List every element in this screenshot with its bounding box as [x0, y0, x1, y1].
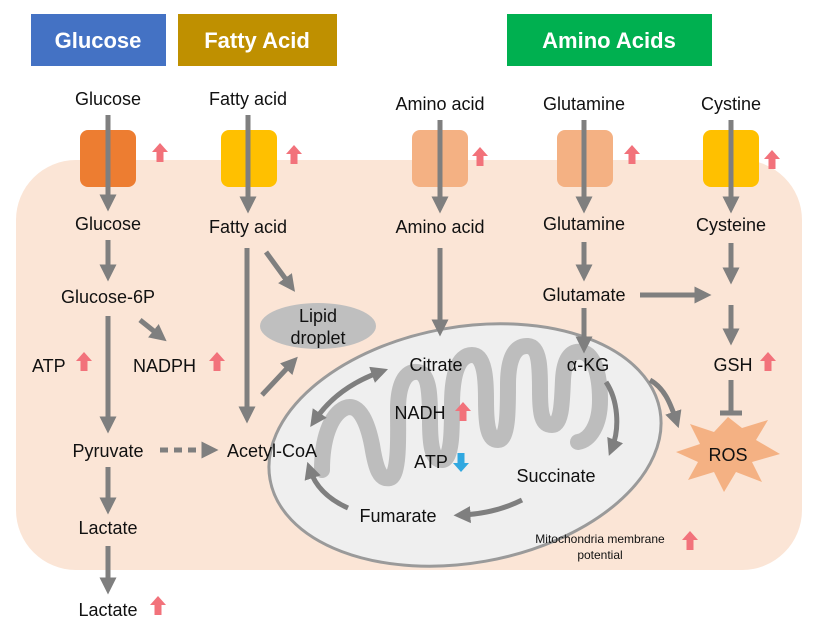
lipid-droplet-label-line1: Lipid: [299, 306, 337, 326]
glucose-header: Glucose: [31, 14, 166, 66]
acetyl-coa-label: Acetyl-CoA: [227, 441, 317, 461]
arrows: [99, 115, 742, 595]
glucose-header-label: Glucose: [55, 28, 142, 53]
succinate-label: Succinate: [516, 466, 595, 486]
alpha-kg-label: α-KG: [567, 355, 609, 375]
atp-mito-label: ATP: [414, 452, 448, 472]
glucose-outside-label: Glucose: [75, 89, 141, 109]
amino-acids-header: Amino Acids: [507, 14, 712, 66]
cystine-label: Cystine: [701, 94, 761, 114]
lipid-droplet-label-line2: droplet: [290, 328, 345, 348]
glutamine-outside-label: Glutamine: [543, 94, 625, 114]
ros-label: ROS: [708, 445, 747, 465]
ros-burst: [676, 417, 780, 492]
mito-potential-label-line2: potential: [577, 548, 622, 562]
amino-acid-outside-label: Amino acid: [395, 94, 484, 114]
fatty-acid-inside-label: Fatty acid: [209, 217, 287, 237]
nadph-label: NADPH: [133, 356, 196, 376]
glutamine-inside-label: Glutamine: [543, 214, 625, 234]
lactate-inside-label: Lactate: [78, 518, 137, 538]
fatty-acid-header-label: Fatty Acid: [204, 28, 310, 53]
glucose-inside-label: Glucose: [75, 214, 141, 234]
mitochondria-cristae: [314, 338, 608, 487]
lactate-outside-label: Lactate: [78, 600, 137, 620]
atp-glycolysis-label: ATP: [32, 356, 66, 376]
gsh-label: GSH: [713, 355, 752, 375]
fatty-acid-header: Fatty Acid: [178, 14, 337, 66]
nadh-label: NADH: [394, 403, 445, 423]
amino-acid-inside-label: Amino acid: [395, 217, 484, 237]
pyruvate-label: Pyruvate: [72, 441, 143, 461]
glucose-transport-up-icon: [152, 143, 168, 162]
mito-potential-label-line1: Mitochondria membrane: [535, 532, 665, 546]
amino-acids-header-label: Amino Acids: [542, 28, 676, 53]
glucose-6p-label: Glucose-6P: [61, 287, 155, 307]
citrate-label: Citrate: [409, 355, 462, 375]
glutamate-label: Glutamate: [542, 285, 625, 305]
fumarate-label: Fumarate: [359, 506, 436, 526]
lipid-droplet: [260, 303, 376, 349]
cysteine-label: Cysteine: [696, 215, 766, 235]
fatty-acid-outside-label: Fatty acid: [209, 89, 287, 109]
lactate-up-icon: [150, 596, 166, 615]
